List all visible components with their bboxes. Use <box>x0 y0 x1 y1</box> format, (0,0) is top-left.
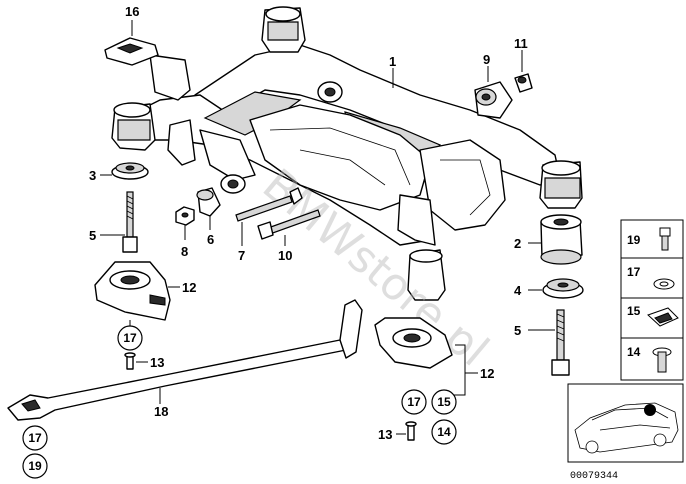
diagram-number: 00079344 <box>570 471 618 482</box>
rear-axle-subframe <box>111 6 583 301</box>
label-2: 2 <box>514 236 521 251</box>
part-4-washer <box>542 278 584 299</box>
svg-text:19: 19 <box>28 459 42 473</box>
part-2-bushing <box>540 214 583 265</box>
legend-19: 19 <box>627 233 641 247</box>
label-1: 1 <box>389 54 396 69</box>
part-8-nut <box>175 206 195 226</box>
svg-text:17: 17 <box>123 331 137 345</box>
label-18: 18 <box>154 404 168 419</box>
legend-bolt-icon <box>652 347 672 373</box>
svg-text:17: 17 <box>407 395 421 409</box>
circled-label-14: 14 <box>431 419 457 445</box>
part-12-mount-left <box>94 261 171 321</box>
label-12-right: 12 <box>480 366 494 381</box>
part-5-bolt-right <box>551 309 570 376</box>
part-9-bushing <box>474 81 513 119</box>
svg-text:15: 15 <box>437 395 451 409</box>
label-8: 8 <box>181 244 188 259</box>
car-location-inset <box>567 383 684 463</box>
label-10: 10 <box>278 248 292 263</box>
label-13-left: 13 <box>150 355 164 370</box>
label-12-left: 12 <box>182 280 196 295</box>
svg-text:14: 14 <box>437 425 451 439</box>
part-12-mount-right <box>374 317 453 369</box>
part-18-strut <box>7 299 363 421</box>
circled-label-17-left: 17 <box>117 325 143 351</box>
circled-label-17-right: 17 <box>401 389 427 415</box>
label-5-left: 5 <box>89 228 96 243</box>
legend-washer-icon <box>653 278 675 290</box>
label-7: 7 <box>238 248 245 263</box>
location-marker-icon <box>644 404 656 416</box>
label-5-right: 5 <box>514 323 521 338</box>
legend-15: 15 <box>627 304 641 318</box>
legend-screw-icon <box>659 227 671 251</box>
label-4: 4 <box>514 283 522 298</box>
part-13-screw-left <box>124 352 136 370</box>
part-3-washer <box>111 162 149 180</box>
circled-label-17-strut: 17 <box>22 425 48 451</box>
part-6-bushing <box>196 187 221 217</box>
legend-17: 17 <box>627 265 641 279</box>
legend-clip-nut-icon <box>647 307 679 327</box>
part-16-pad <box>104 37 159 66</box>
part-11-small-bushing <box>514 73 533 93</box>
label-9: 9 <box>483 52 490 67</box>
label-6: 6 <box>207 232 214 247</box>
part-5-bolt-left <box>122 191 138 253</box>
legend-14: 14 <box>627 345 641 359</box>
part-13-screw-right <box>405 421 417 441</box>
label-13-right: 13 <box>378 427 392 442</box>
label-11: 11 <box>514 36 528 51</box>
circled-label-15: 15 <box>431 389 457 415</box>
legend-panel: 19 17 15 14 <box>620 219 684 381</box>
label-3: 3 <box>89 168 96 183</box>
part-10-bolt <box>257 209 321 240</box>
label-16: 16 <box>125 4 139 19</box>
circled-label-19-strut: 19 <box>22 453 48 479</box>
svg-text:17: 17 <box>28 431 42 445</box>
part-7-bolt <box>235 187 303 222</box>
